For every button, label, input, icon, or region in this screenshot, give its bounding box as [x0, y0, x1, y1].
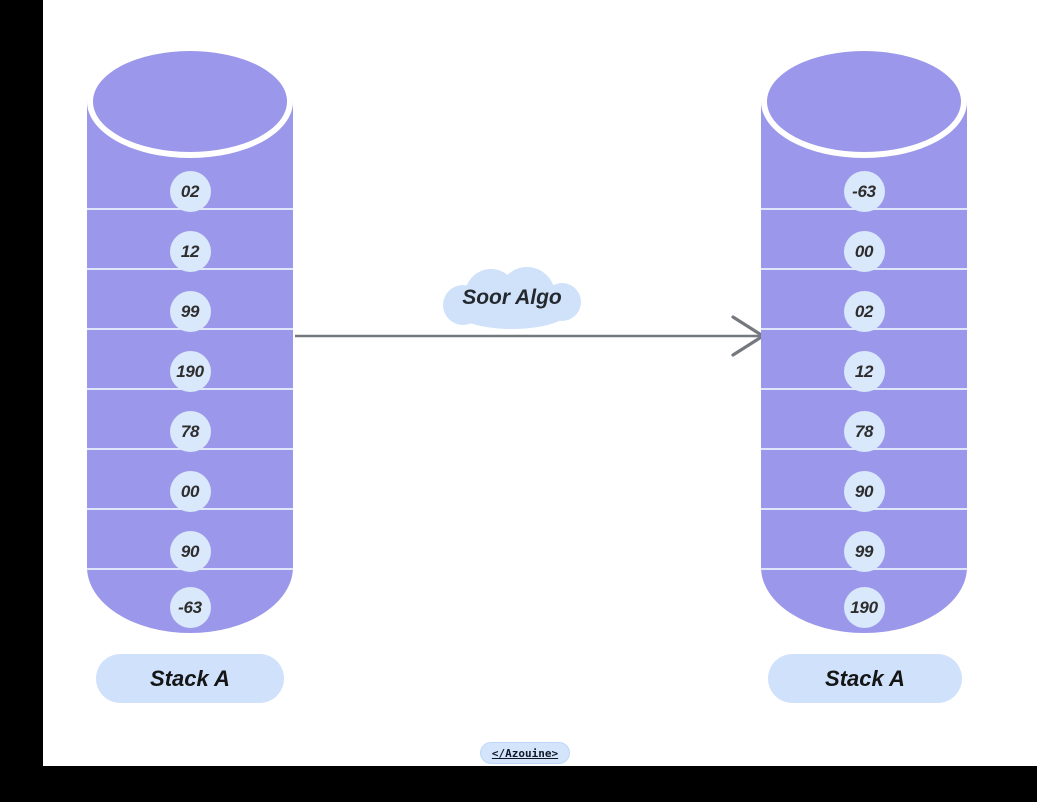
stack-left-value: 190 — [169, 351, 211, 392]
stack-right-label: Stack A — [768, 654, 962, 703]
stack-left-body: 02 12 99 190 78 00 90 -63 — [87, 101, 293, 633]
stack-right-body: -63 00 02 12 78 90 99 190 — [761, 101, 967, 633]
stack-right-top-ellipse — [761, 45, 967, 158]
stack-right-cylinder: -63 00 02 12 78 90 99 190 — [761, 45, 967, 633]
stack-left-value: 90 — [169, 531, 211, 572]
stack-left-cell: 99 — [87, 270, 293, 332]
stack-left-value: 99 — [169, 291, 211, 332]
stack-left-label: Stack A — [96, 654, 284, 703]
stack-right-cell: 02 — [761, 270, 967, 332]
stack-left-cell: 02 — [87, 101, 293, 212]
stack-right-value: 78 — [843, 411, 885, 452]
stack-left-value: -63 — [169, 587, 211, 628]
cloud-puff-icon — [453, 289, 571, 329]
stack-right-cell: 190 — [761, 570, 967, 633]
stack-right-cell: -63 — [761, 101, 967, 212]
stack-right-cell: 78 — [761, 390, 967, 452]
stack-right-value: 99 — [843, 531, 885, 572]
process-cloud: Soor Algo — [443, 267, 581, 329]
stack-left-top-ellipse — [87, 45, 293, 158]
stack-left-value: 12 — [169, 231, 211, 272]
stack-left-cell: -63 — [87, 570, 293, 633]
stack-right-value: 190 — [843, 587, 885, 628]
stack-right-value: -63 — [843, 171, 885, 212]
stack-left-cell: 78 — [87, 390, 293, 452]
stack-left-value: 00 — [169, 471, 211, 512]
stack-right-value: 00 — [843, 231, 885, 272]
stack-right-cell: 90 — [761, 450, 967, 512]
stack-right-value: 12 — [843, 351, 885, 392]
stack-left-value: 02 — [169, 171, 211, 212]
stack-left-cell: 90 — [87, 510, 293, 572]
credit-badge[interactable]: </Azouine> — [480, 742, 570, 764]
stack-left-cylinder: 02 12 99 190 78 00 90 -63 — [87, 45, 293, 633]
process-label: Soor Algo — [462, 286, 562, 309]
stack-left-cell: 00 — [87, 450, 293, 512]
stack-left-cell: 190 — [87, 330, 293, 392]
stack-right-cell: 00 — [761, 210, 967, 272]
stack-right-value: 02 — [843, 291, 885, 332]
stack-right-cell: 99 — [761, 510, 967, 572]
stack-left-value: 78 — [169, 411, 211, 452]
stack-right-value: 90 — [843, 471, 885, 512]
stack-right-cell: 12 — [761, 330, 967, 392]
stack-left-cell: 12 — [87, 210, 293, 272]
